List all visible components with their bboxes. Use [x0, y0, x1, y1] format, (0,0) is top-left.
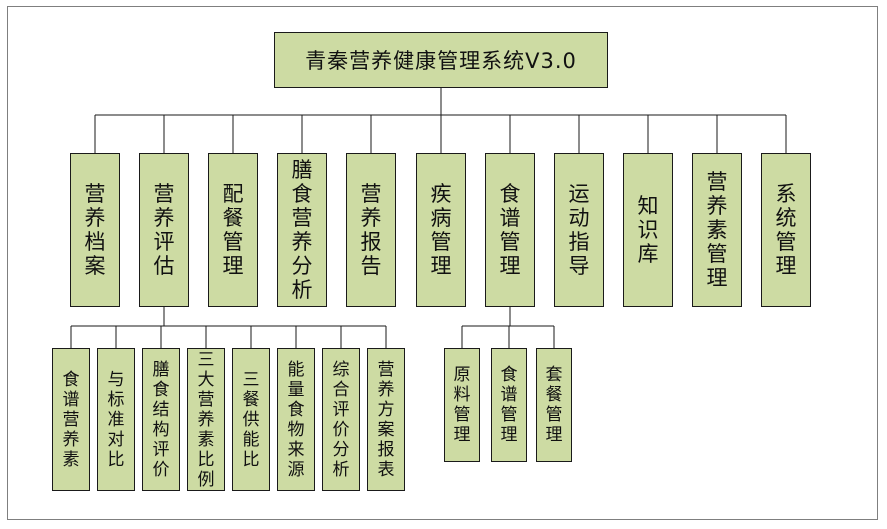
assessment-item-label: 综合评价分析	[332, 359, 350, 480]
assessment-item-label: 与标准对比	[107, 369, 125, 470]
module-label: 营养素管理	[706, 170, 728, 290]
recipe-item: 原料管理	[444, 348, 480, 462]
recipe-item-label: 原料管理	[453, 365, 471, 445]
assessment-item: 营养方案报表	[367, 348, 405, 491]
root-label: 青秦营养健康管理系统V3.0	[305, 49, 577, 73]
module-system-management: 系统管理	[761, 153, 811, 307]
assessment-item: 三大营养素比例	[187, 348, 225, 491]
assessment-item: 与标准对比	[97, 348, 135, 491]
module-nutrition-report: 营养报告	[346, 153, 396, 307]
module-nutrition-assessment: 营养评估	[139, 153, 189, 307]
module-label: 系统管理	[775, 182, 797, 278]
module-diet-analysis: 膳食营养分析	[277, 153, 327, 307]
recipe-item-label: 食谱管理	[500, 365, 518, 445]
assessment-item: 食谱营养素	[52, 348, 90, 491]
module-recipe-management: 食谱管理	[485, 153, 535, 307]
module-meal-planning: 配餐管理	[208, 153, 258, 307]
assessment-item: 膳食结构评价	[142, 348, 180, 491]
assessment-item-label: 三餐供能比	[242, 369, 260, 470]
module-exercise-guidance: 运动指导	[554, 153, 604, 307]
assessment-item: 能量食物来源	[277, 348, 315, 491]
module-nutrient-management: 营养素管理	[692, 153, 742, 307]
diagram-frame	[7, 6, 878, 520]
module-knowledge-base: 知识库	[623, 153, 673, 307]
module-label: 疾病管理	[430, 182, 452, 278]
module-nutrition-archive: 营养档案	[70, 153, 120, 307]
module-label: 知识库	[637, 194, 659, 266]
assessment-item: 综合评价分析	[322, 348, 360, 491]
module-label: 运动指导	[568, 182, 590, 278]
recipe-item: 食谱管理	[491, 348, 527, 462]
assessment-item-label: 营养方案报表	[377, 359, 395, 480]
assessment-item-label: 三大营养素比例	[197, 349, 215, 490]
assessment-item: 三餐供能比	[232, 348, 270, 491]
module-label: 营养报告	[360, 182, 382, 278]
module-label: 配餐管理	[222, 182, 244, 278]
module-label: 营养评估	[153, 182, 175, 278]
recipe-item: 套餐管理	[536, 348, 572, 462]
module-label: 食谱管理	[499, 182, 521, 278]
assessment-item-label: 能量食物来源	[287, 359, 305, 480]
module-label: 膳食营养分析	[291, 158, 313, 302]
module-disease-management: 疾病管理	[416, 153, 466, 307]
assessment-item-label: 膳食结构评价	[152, 359, 170, 480]
assessment-item-label: 食谱营养素	[62, 369, 80, 470]
recipe-item-label: 套餐管理	[545, 365, 563, 445]
module-label: 营养档案	[84, 182, 106, 278]
root-node: 青秦营养健康管理系统V3.0	[274, 32, 608, 88]
